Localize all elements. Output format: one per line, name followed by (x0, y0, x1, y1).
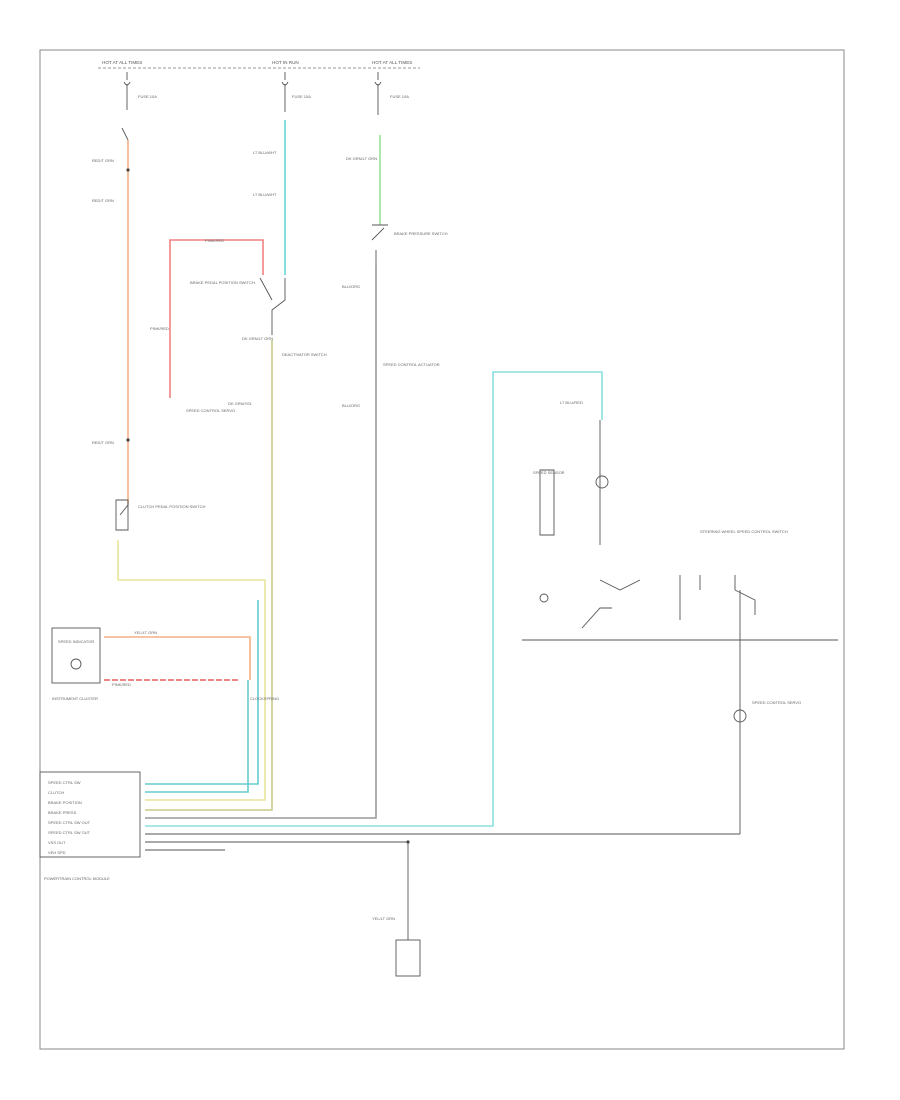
speed-control-servo-right: SPEED CONTROL SERVO (752, 700, 801, 705)
wire-label-ltblu-1: LT BLU/WHT (253, 150, 277, 155)
deact-switch-label: DEACTIVATOR SWITCH (282, 352, 327, 357)
wire-label-redltgrn-3: RED/T GRN (92, 440, 114, 445)
wire-brake-press-gray (145, 268, 377, 819)
bottom-component-box (395, 939, 421, 977)
clutch-switch-symbol (115, 499, 129, 531)
speed-sensor-label: SPEED SENSOR (533, 470, 565, 475)
steering-wheel-label: STEERING WHEEL SPEED CONTROL SWITCH (700, 529, 788, 534)
steering-switch-contacts (599, 575, 756, 620)
pcm-pin-8: VEH SPD (48, 850, 66, 855)
pcm-pin-6: SPEED CTRL SW OUT (48, 830, 91, 835)
wire-label-ltgrn-brake-2: DK GRN/YEL (228, 401, 253, 406)
diagram-frame (39, 49, 845, 1050)
brake-pedal-switch-symbol (259, 277, 286, 335)
wire-pcm-teal-2 (145, 680, 249, 793)
pcm-pin-4: BRAKE PRESS (48, 810, 77, 815)
wire-label-ltblured: LT BLU/RED (560, 400, 583, 405)
wire-cyan-long (145, 371, 603, 827)
wire-label-redltgrn-1: RED/T GRN (92, 158, 114, 163)
wire-label-pink-1: PINK/RED (205, 238, 224, 243)
wire-pink-loop (169, 239, 264, 398)
wire-label-ltblu-2: LT BLU/WHT (253, 192, 277, 197)
fuse-left-symbol (123, 72, 131, 110)
steering-switch-arm (581, 607, 612, 629)
wire-label-redltgrn-2: RED/T GRN (92, 198, 114, 203)
wire-label-dkgrn: DK GRN/LT GRN (346, 156, 377, 161)
cluster-label: INSTRUMENT CLUSTER (52, 696, 98, 701)
pcm-pin-2: CLUTCH (48, 790, 64, 795)
pcm-pin-3: BRAKE POSITION (48, 800, 82, 805)
pcm-pin-1: SPEED CTRL SW (48, 780, 81, 785)
wire-label-pink-2: PINK/RED (150, 326, 169, 331)
wire-label-ltgrn-brake: DK GRN/LT GRN (242, 336, 273, 341)
pcm-pin-7: VSS OUT (48, 840, 66, 845)
wire-label-bluorg-2: BLU/ORG (342, 403, 360, 408)
fuse-left-rating: FUSE 10A (138, 94, 157, 99)
brake-pressure-label: BRAKE PRESSURE SWITCH (394, 231, 448, 236)
wire-pcm-teal (145, 600, 259, 785)
wire-label-bluorg: BLU/ORG (342, 284, 360, 289)
wire-cluster-orange (104, 636, 251, 680)
pcm-box (39, 771, 141, 858)
speed-sensor-switch (539, 469, 555, 536)
fuse-right-rating: FUSE 10A (390, 94, 409, 99)
pcm-label: POWERTRAIN CONTROL MODULE (44, 876, 110, 881)
wire-label-bottom: YEL/LT GRN (372, 916, 395, 921)
wire-label-pink-cluster: PINK/RED (112, 682, 131, 687)
speed-control-servo-label: SPEED CONTROL SERVO (186, 408, 235, 413)
wire-label-yel-ltgrn: YEL/LT GRN (134, 630, 157, 635)
brake-pedal-switch-label: BRAKE PEDAL POSITION SWITCH (190, 280, 255, 285)
cluster-box (51, 627, 101, 684)
fuse-mid-rating: FUSE 15A (292, 94, 311, 99)
pcm-pin-5: SPEED CTRL SW OUT (48, 820, 91, 825)
wire-olive (145, 340, 273, 811)
brake-pressure-switch-symbol (371, 224, 388, 268)
clockspring-label: CLOCKSPRING (250, 696, 279, 701)
actuator-coil (733, 709, 747, 723)
sensor-coil (595, 475, 609, 489)
clutch-switch-label: CLUTCH PEDAL POSITION SWITCH (138, 504, 206, 509)
speedometer-label: SPEED INDICATOR (58, 639, 94, 644)
fuse-left-header: HOT AT ALL TIMES (102, 60, 142, 65)
fuse-right-header: HOT AT ALL TIMES (372, 60, 412, 65)
fuse-mid-header: HOT IN RUN (272, 60, 299, 65)
wire-clutch-to-pcm (117, 540, 266, 801)
actuator-label: SPEED CONTROL ACTUATOR (383, 362, 440, 367)
